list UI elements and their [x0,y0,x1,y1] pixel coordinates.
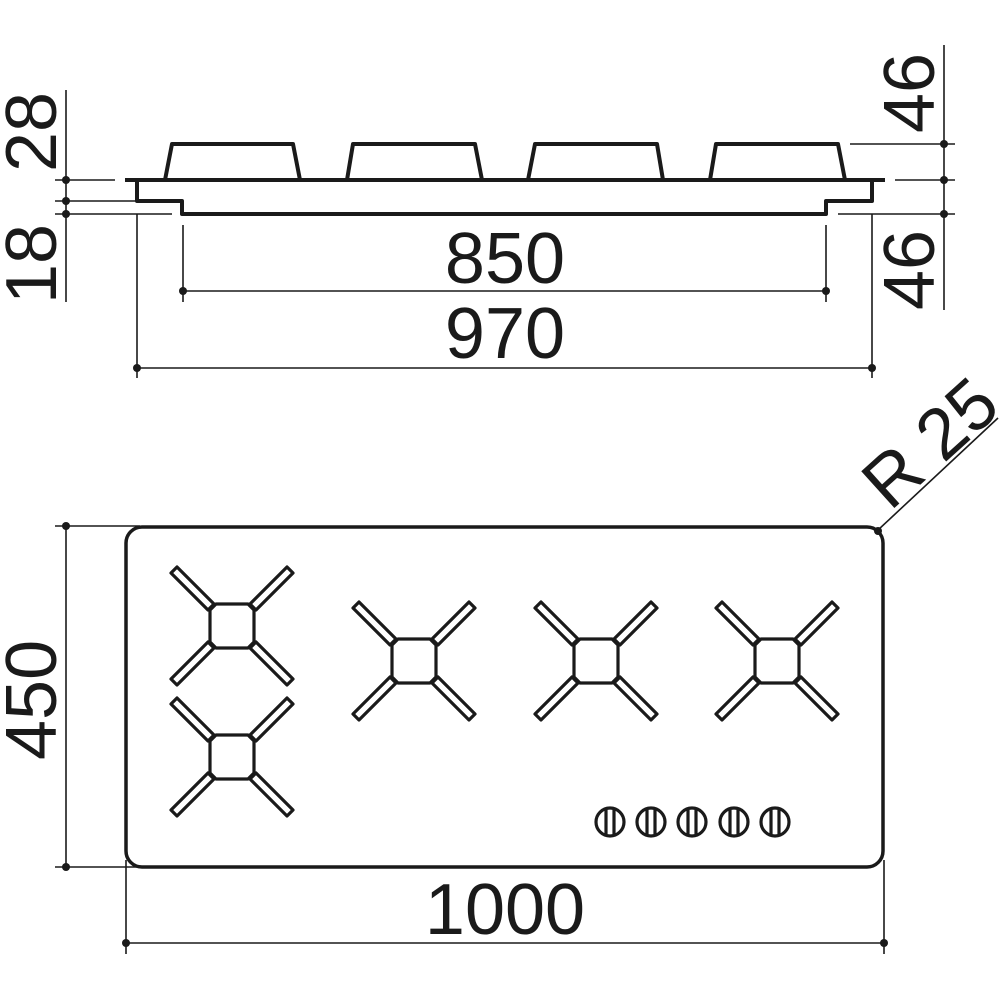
dim-depth: 450 [0,640,72,760]
dim-body-width: 970 [445,294,565,374]
body-profile [135,180,874,216]
hob-outline [124,525,885,869]
side-view: 28 18 46 46 850 970 [0,45,955,378]
side-burners [163,142,847,181]
control-knobs [594,806,791,838]
knob-4 [718,806,750,838]
dim-right-top: 46 [870,53,950,133]
grate-3 [533,600,659,722]
dim-frame-thickness: 18 [0,224,72,304]
dim-right-bottom: 46 [870,230,950,310]
double-grate-left [169,565,295,818]
dim-corner-radius: R 25 [847,363,1000,524]
knob-2 [635,806,667,838]
knob-5 [759,806,791,838]
top-view: 450 1000 R 25 [0,363,1000,954]
knob-3 [676,806,708,838]
grate-4 [714,600,840,722]
grate-2 [351,600,477,722]
dim-burner-height: 28 [0,92,72,172]
dim-width: 1000 [425,870,585,950]
knob-1 [594,806,626,838]
dim-cutout-width: 850 [445,219,565,299]
